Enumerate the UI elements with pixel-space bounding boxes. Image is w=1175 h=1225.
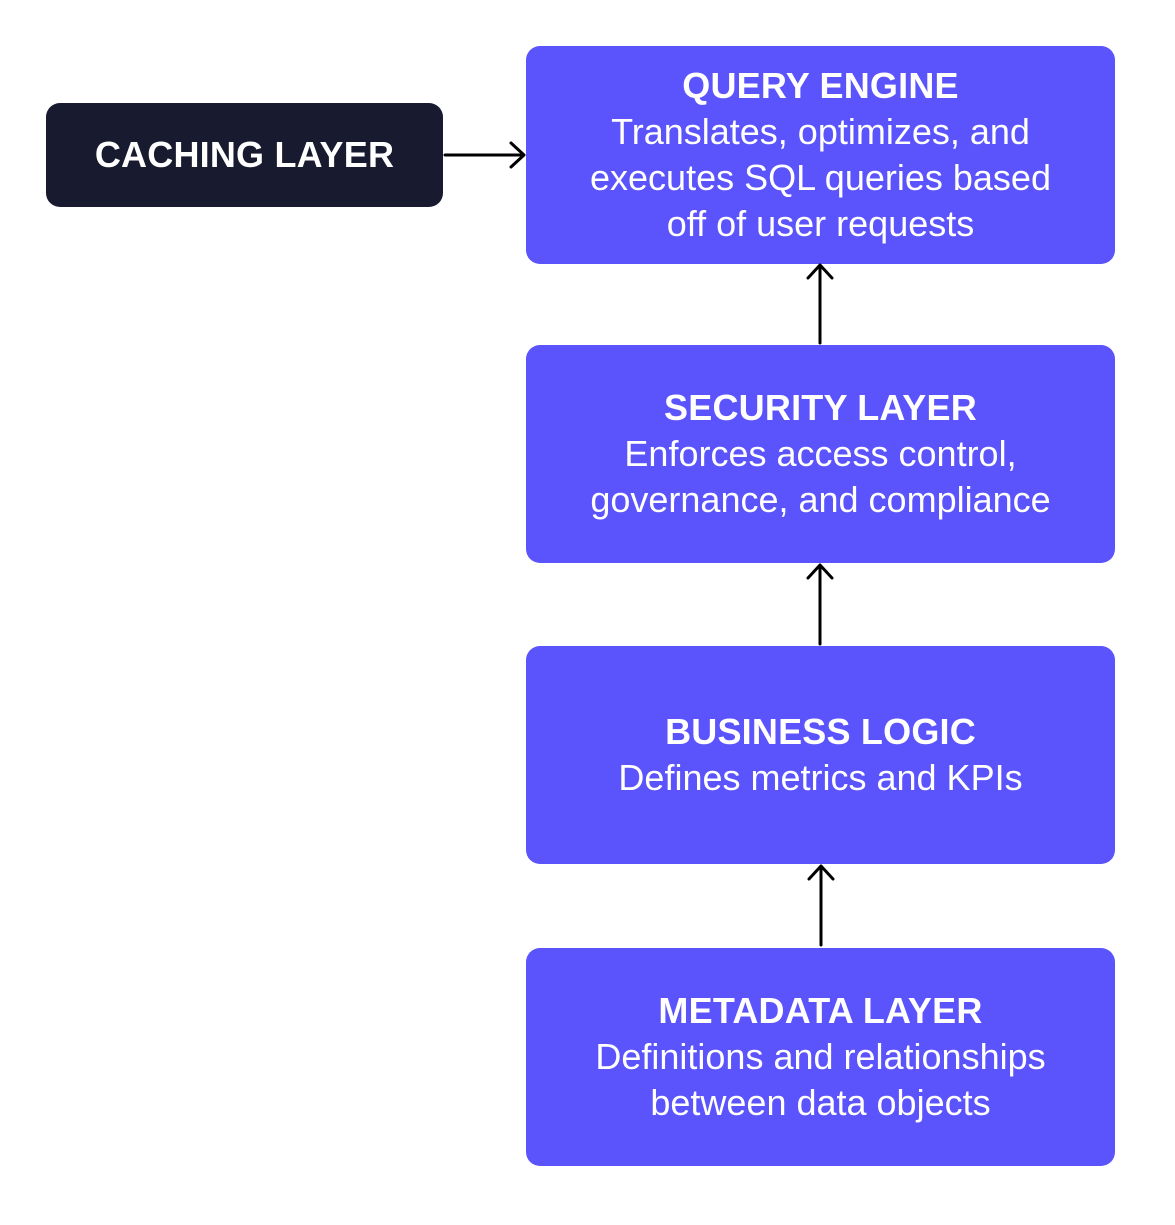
business-logic-title: BUSINESS LOGIC xyxy=(665,711,976,752)
arrow-business-to-security xyxy=(806,563,834,646)
metadata-layer-box: METADATA LAYER Definitions and relations… xyxy=(526,948,1115,1166)
caching-layer-box: CACHING LAYER xyxy=(46,103,443,207)
arrow-metadata-to-business xyxy=(807,864,835,947)
metadata-layer-description: Definitions and relationships between da… xyxy=(595,1036,1046,1123)
business-logic-description: Defines metrics and KPIs xyxy=(618,757,1023,798)
security-layer-title: SECURITY LAYER xyxy=(664,387,977,428)
arrow-security-to-query xyxy=(806,263,834,345)
security-layer-box: SECURITY LAYER Enforces access control, … xyxy=(526,345,1115,563)
caching-layer-title: CACHING LAYER xyxy=(94,134,395,175)
query-engine-description: Translates, optimizes, and executes SQL … xyxy=(590,111,1051,244)
query-engine-title: QUERY ENGINE xyxy=(682,65,959,106)
metadata-layer-title: METADATA LAYER xyxy=(658,990,983,1031)
query-engine-box: QUERY ENGINE Translates, optimizes, and … xyxy=(526,46,1115,264)
arrow-caching-to-query xyxy=(443,141,526,169)
security-layer-description: Enforces access control, governance, and… xyxy=(590,433,1051,520)
business-logic-box: BUSINESS LOGIC Defines metrics and KPIs xyxy=(526,646,1115,864)
